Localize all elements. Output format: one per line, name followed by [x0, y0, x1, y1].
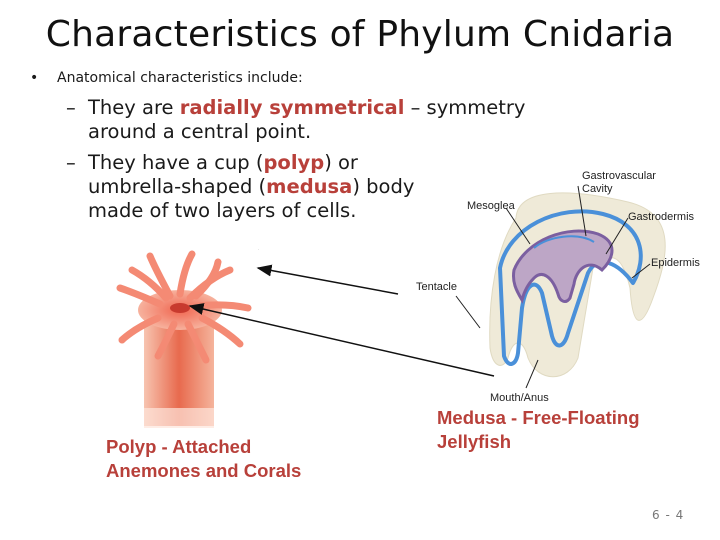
- caption-line: Anemones and Corals: [106, 459, 301, 483]
- polyp-caption: Polyp - Attached Anemones and Corals: [106, 435, 301, 483]
- caption-line: Jellyfish: [437, 430, 640, 454]
- page-number: 6 - 4: [652, 508, 684, 522]
- medusa-caption: Medusa - Free-Floating Jellyfish: [437, 406, 640, 454]
- caption-line: Medusa - Free-Floating: [437, 406, 640, 430]
- caption-line: Polyp - Attached: [106, 435, 301, 459]
- arrow-to-polyp-body: [190, 306, 494, 376]
- arrow-to-polyp-top: [258, 268, 398, 294]
